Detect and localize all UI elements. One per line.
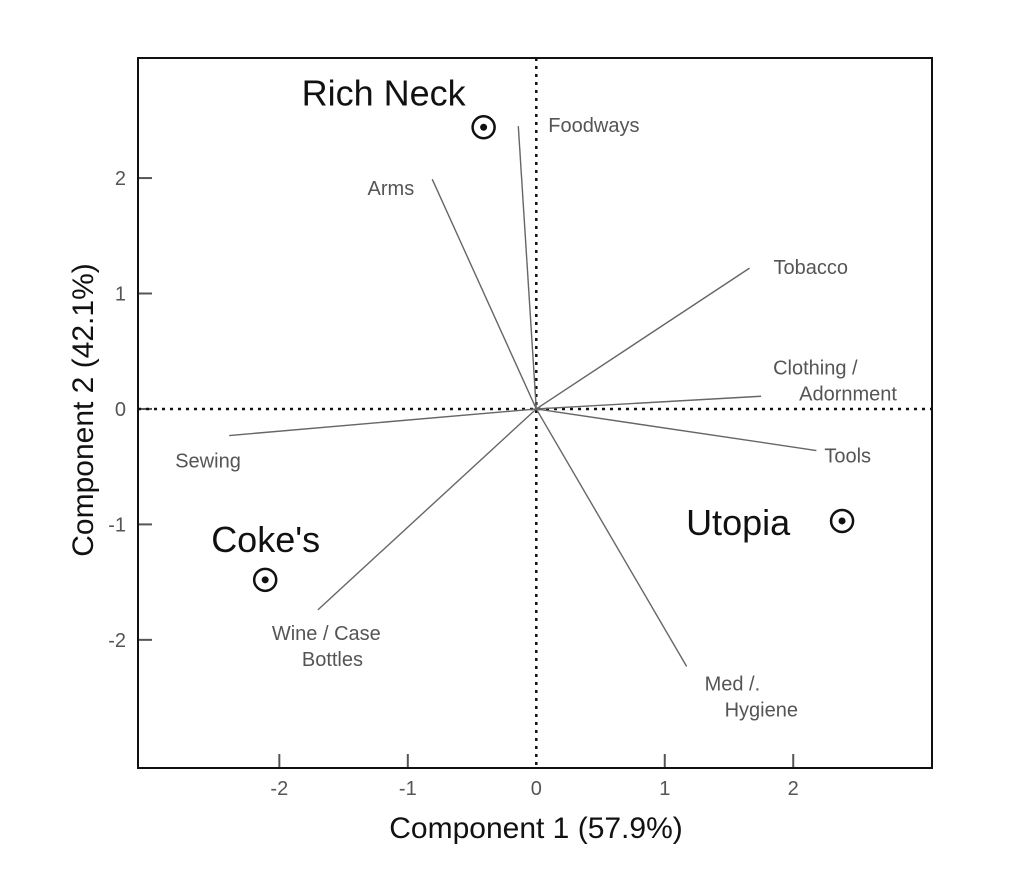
loading-label-line: Sewing (175, 451, 241, 473)
loading-label: Med /. Hygiene (705, 673, 798, 721)
loading-label-line: Wine / Case (272, 623, 381, 645)
loading-label-line: Adornment (799, 383, 897, 405)
loading-label: Tools (824, 446, 871, 468)
loading-label-line: Hygiene (725, 699, 798, 721)
y-tick-label: 0 (115, 399, 126, 421)
loading-vector (431, 178, 537, 410)
site-label: Rich Neck (302, 72, 467, 113)
loading-label: Tobacco (774, 257, 849, 279)
loading-label-line: Foodways (548, 115, 639, 137)
loading-label-line: Tools (824, 446, 871, 468)
site-marker-center (480, 123, 488, 131)
x-axis-title: Component 1 (57.9%) (389, 812, 683, 845)
x-tick-label: 1 (659, 778, 670, 800)
loading-label-line: Clothing / (773, 357, 858, 379)
x-tick-label: 2 (788, 778, 799, 800)
loading-vector (229, 408, 537, 437)
loading-vector (535, 267, 750, 410)
y-tick-label: 2 (115, 168, 126, 190)
loading-label-line: Bottles (302, 649, 363, 671)
loading-label: Foodways (548, 115, 639, 137)
site-marker-center (261, 576, 269, 584)
plot-frame (137, 57, 933, 769)
loading-vector (536, 408, 817, 452)
loading-label: Clothing / Adornment (773, 357, 897, 405)
site-label: Utopia (686, 502, 791, 543)
loading-label: Arms (368, 178, 415, 200)
loading-vector (517, 126, 537, 410)
loading-label-line: Arms (368, 178, 415, 200)
loading-vector (535, 408, 688, 667)
loading-label-line: Med /. (705, 673, 761, 695)
y-tick-label: -1 (108, 514, 126, 536)
x-tick-label: 0 (531, 778, 542, 800)
site-marker-center (838, 517, 846, 525)
loading-label-line: Tobacco (774, 257, 849, 279)
loading-label: Sewing (175, 451, 241, 473)
y-axis-title: Component 2 (42.1%) (67, 263, 100, 557)
x-tick-label: -2 (270, 778, 288, 800)
loading-vector (317, 408, 537, 611)
loading-vector (536, 395, 762, 410)
site-label: Coke's (211, 519, 320, 560)
y-tick-label: 1 (115, 284, 126, 306)
y-tick-label: -2 (108, 630, 126, 652)
x-tick-label: -1 (399, 778, 417, 800)
